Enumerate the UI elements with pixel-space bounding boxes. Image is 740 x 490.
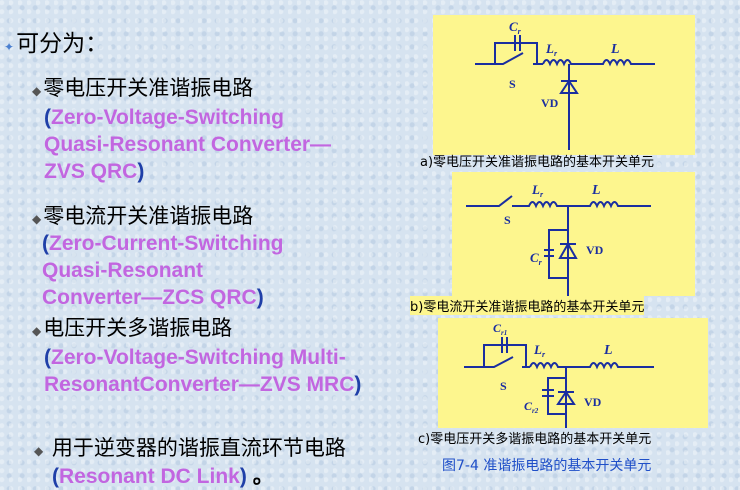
item-cn: 零电流开关准谐振电路: [43, 204, 254, 228]
item-en: Zero-Current-Switching: [49, 232, 284, 255]
s-label: S: [504, 213, 511, 227]
heading-text: 可分为：: [16, 31, 109, 57]
item-en: Converter—ZCS QRC: [42, 286, 257, 309]
zvs-qrc-circuit: Cr Lr L S VD: [475, 19, 655, 150]
item-en: Zero-Voltage-Switching Multi-: [51, 346, 346, 369]
caption-c: c)零电压开关多谐振电路的基本开关单元: [418, 432, 652, 447]
cr-label: Cr: [509, 19, 522, 36]
caption-b: b)零电流开关准谐振电路的基本开关单元: [410, 296, 645, 315]
item-cn: 用于逆变器的谐振直流环节电路: [51, 436, 346, 460]
l-label: L: [591, 183, 601, 198]
item-en: Resonant DC Link: [59, 465, 240, 488]
cr-label: Cr: [530, 250, 543, 267]
l-label: L: [610, 42, 620, 57]
cr2-label: Cr2: [524, 399, 539, 415]
item-en: Quasi-Resonant Converter—: [44, 133, 332, 156]
vd-label: VD: [541, 96, 559, 110]
circuit-a-box: Cr Lr L S VD: [433, 15, 695, 155]
caption-a: a)零电压开关准谐振电路的基本开关单元: [420, 155, 655, 170]
vd-label: VD: [586, 243, 604, 257]
circuit-c-box: Cr1 Lr L S VD Cr2: [438, 318, 708, 428]
item-en: Quasi-Resonant: [42, 259, 204, 282]
bullet-icon: ◆: [34, 444, 44, 458]
lr-label: Lr: [545, 41, 558, 58]
bullet-icon: ◆: [32, 324, 42, 338]
paren: (: [52, 465, 59, 488]
vd-label: VD: [584, 395, 602, 409]
paren: (: [42, 232, 49, 255]
paren: ): [137, 160, 145, 183]
lr-label: Lr: [533, 342, 546, 359]
item-en: Zero-Voltage-Switching: [51, 106, 284, 129]
paren: ): [239, 465, 247, 488]
figure-title: 图7-4 准谐振电路的基本开关单元: [442, 458, 652, 474]
heading: ✦可分为：: [4, 31, 109, 57]
item-zvs-mrc: ◆电压开关多谐振电路 (Zero-Voltage-Switching Multi…: [32, 312, 361, 398]
item-en: ResonantConverter—ZVS MRC: [44, 373, 355, 396]
item-cn: 零电压开关准谐振电路: [43, 76, 254, 100]
circuit-b-box: Lr L S VD Cr: [452, 172, 695, 296]
s-label: S: [500, 379, 507, 393]
s-label: S: [509, 77, 516, 91]
item-cn: 电压开关多谐振电路: [43, 316, 233, 340]
bullet-icon: ◆: [32, 212, 42, 226]
cr1-label: Cr1: [493, 321, 507, 337]
paren: (: [44, 106, 51, 129]
zcs-qrc-circuit: Lr L S VD Cr: [466, 182, 651, 296]
period: 。: [252, 463, 274, 488]
bullet-icon: ◆: [32, 84, 42, 98]
zvs-mrc-circuit: Cr1 Lr L S VD Cr2: [464, 321, 654, 428]
paren: (: [44, 346, 51, 369]
paren: ): [354, 373, 362, 396]
l-label: L: [603, 343, 613, 358]
item-dc-link: ◆ 用于逆变器的谐振直流环节电路 (Resonant DC Link) 。: [34, 432, 346, 490]
lr-label: Lr: [531, 182, 544, 199]
paren: ): [256, 286, 264, 309]
item-en: ZVS QRC: [44, 160, 138, 183]
